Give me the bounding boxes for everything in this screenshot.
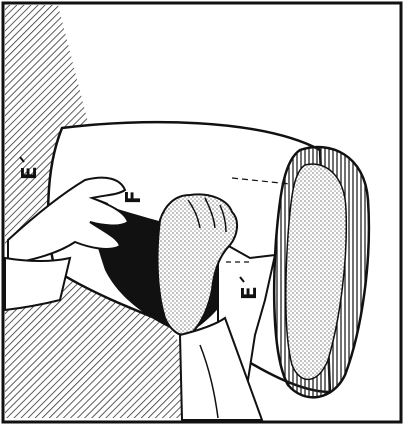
label-e-left: E: [17, 166, 41, 180]
label-e-right: E: [237, 286, 261, 300]
label-f: F: [121, 190, 145, 204]
